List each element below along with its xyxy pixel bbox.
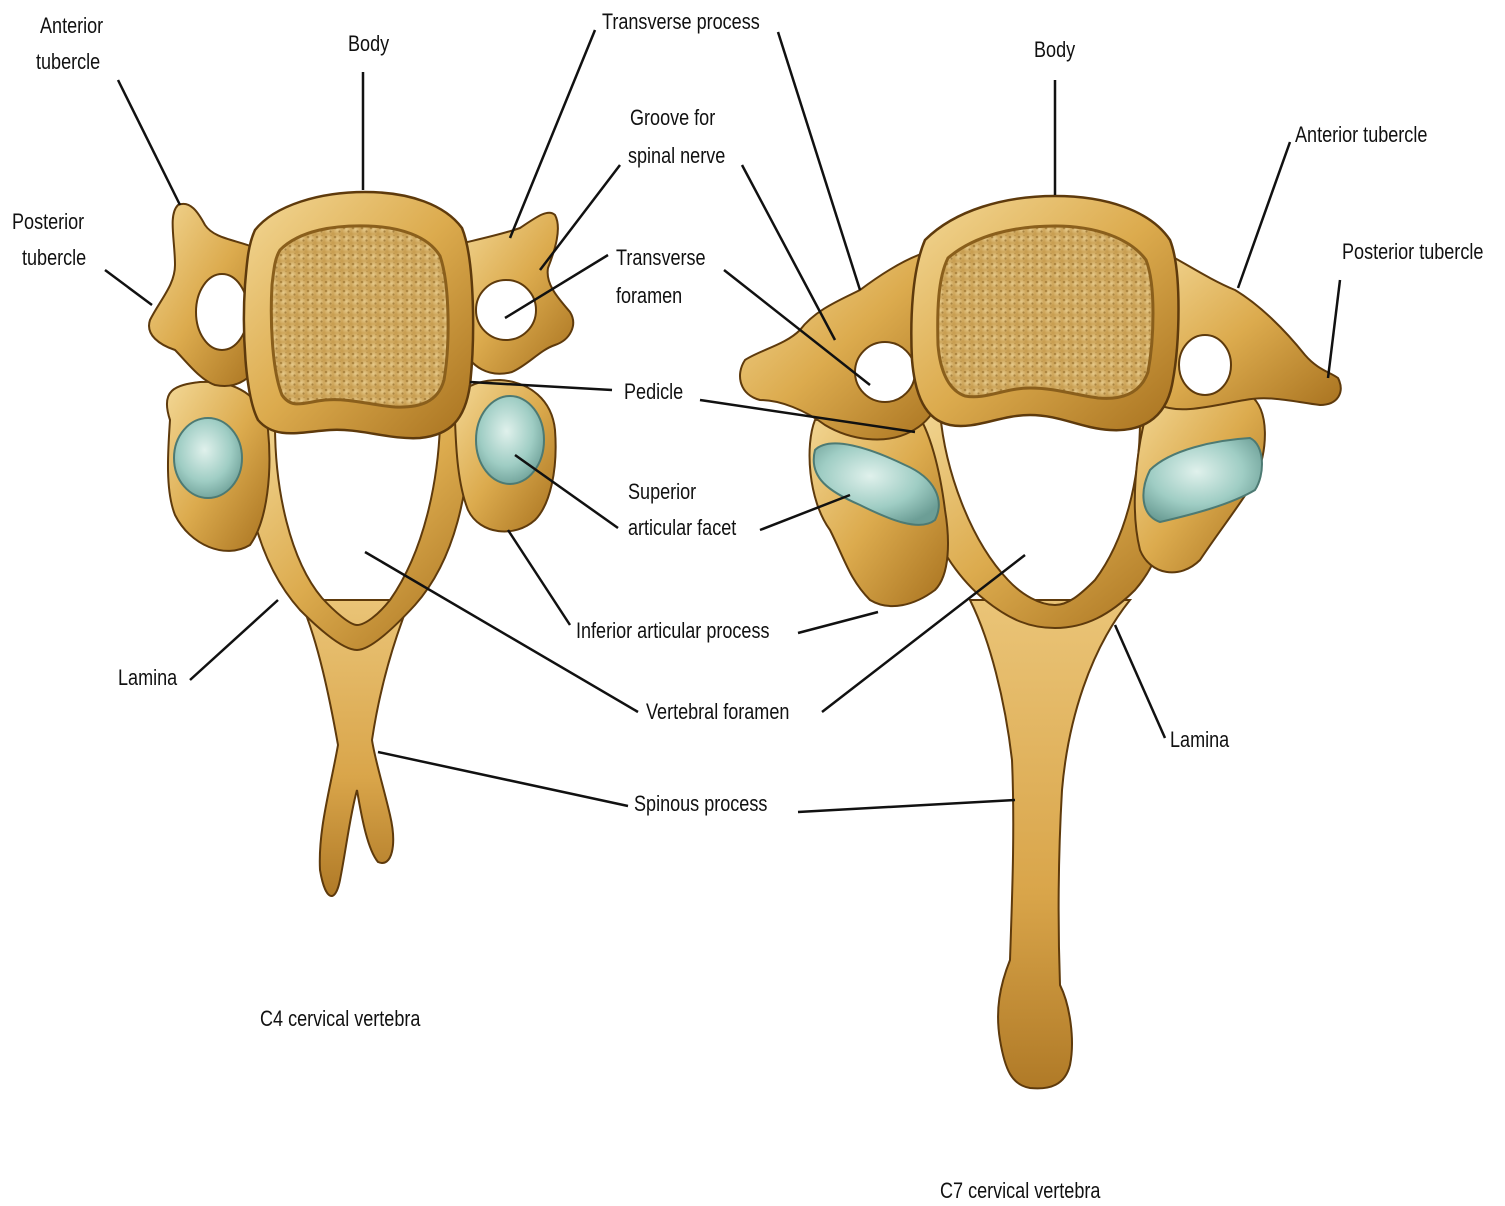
label-transverse-process: Transverse process (602, 4, 760, 40)
leader-c7-groove-spinal-nerve (742, 165, 835, 340)
label-spinous-process: Spinous process (634, 786, 767, 822)
label-inferior-articular-process: Inferior articular process (576, 613, 770, 649)
leader-c7-transverse-process (778, 32, 860, 290)
leader-c4-transverse-process (510, 30, 595, 238)
leader-c7-spinous-process (798, 800, 1015, 812)
label-c4-anterior-tubercle-line2: tubercle (36, 44, 100, 80)
c4-body-cancellous-surface (271, 226, 448, 407)
leader-c4-inferior-articular-process (508, 530, 570, 625)
leader-c7-inferior-articular-process (798, 612, 878, 633)
label-groove-line2: spinal nerve (628, 138, 725, 174)
label-superior-facet-line2: articular facet (628, 510, 736, 546)
label-groove-line1: Groove for (630, 100, 715, 136)
label-vertebral-foramen: Vertebral foramen (646, 694, 789, 730)
label-pedicle: Pedicle (624, 374, 683, 410)
caption-c4: C4 cervical vertebra (260, 1006, 420, 1032)
leader-c4-posterior-tubercle (105, 270, 152, 305)
label-c4-anterior-tubercle-line1: Anterior (40, 8, 103, 44)
label-c4-lamina: Lamina (118, 660, 177, 696)
c4-vertebra-illustration (149, 192, 573, 896)
label-c7-posterior-tubercle: Posterior tubercle (1342, 234, 1483, 270)
leader-c7-anterior-tubercle (1238, 142, 1290, 288)
c7-right-transverse-foramen (1179, 335, 1231, 395)
c7-spinous-process (970, 600, 1130, 1088)
leader-c4-anterior-tubercle (118, 80, 180, 205)
c4-left-superior-articular-facet (174, 418, 242, 498)
c4-right-superior-articular-facet (476, 396, 544, 484)
leader-c4-spinous-process (378, 752, 628, 806)
label-transverse-foramen-line2: foramen (616, 278, 682, 314)
caption-c7: C7 cervical vertebra (940, 1178, 1100, 1204)
c7-body-cancellous-surface (938, 226, 1153, 398)
c7-left-transverse-foramen (855, 342, 915, 402)
leader-c7-posterior-tubercle (1328, 280, 1340, 378)
label-c7-anterior-tubercle: Anterior tubercle (1295, 117, 1427, 153)
c4-right-transverse-foramen (476, 280, 536, 340)
label-superior-facet-line1: Superior (628, 474, 696, 510)
leader-c7-lamina (1115, 625, 1165, 738)
label-transverse-foramen-line1: Transverse (616, 240, 706, 276)
c4-left-transverse-foramen (196, 274, 248, 350)
label-c4-posterior-tubercle-line1: Posterior (12, 204, 84, 240)
label-c4-posterior-tubercle-line2: tubercle (22, 240, 86, 276)
label-c7-body: Body (1034, 32, 1075, 68)
label-c4-body: Body (348, 26, 389, 62)
leader-c4-lamina (190, 600, 278, 680)
label-c7-lamina: Lamina (1170, 722, 1229, 758)
